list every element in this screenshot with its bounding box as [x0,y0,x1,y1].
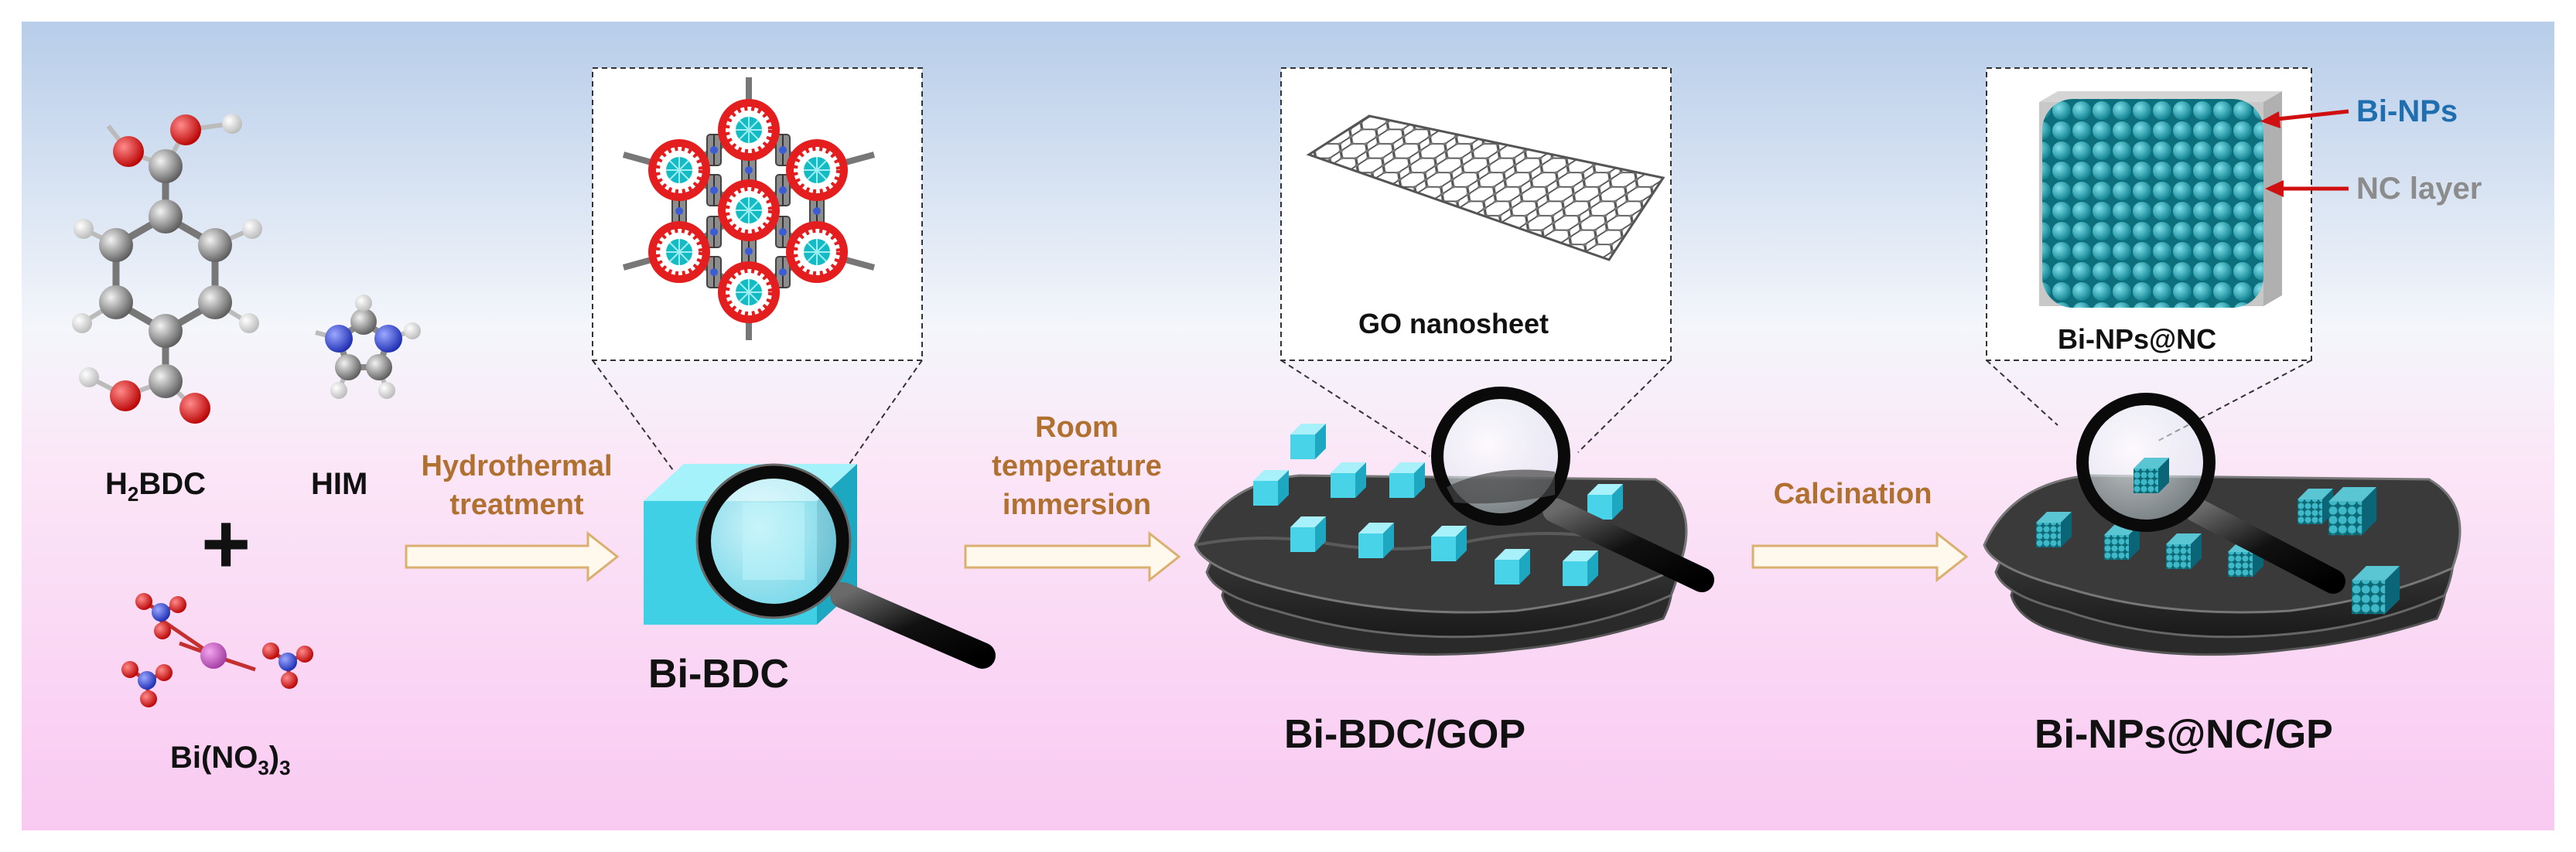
bi-nps-nc-gp-label: Bi-NPs@NC/GP [2034,712,2333,757]
him-molecule [315,295,421,399]
nc-layer-annotation: NC layer [2356,172,2482,206]
pointer-arrows [2260,109,2349,197]
go-nanosheet-label: GO nanosheet [1358,308,1549,339]
magnifier-3 [2076,393,2345,594]
bismuth-nitrate-label: Bi(NO3)3 [170,741,291,780]
bi-bdc-gop-label: Bi-BDC/GOP [1284,712,1525,757]
step-immersion-label: Room temperature immersion [992,411,1162,521]
bi-nps-nc-label: Bi-NPs@NC [2058,323,2217,355]
mof-structure-inset [592,67,923,534]
bi-nps-nc-gp-composite [1983,474,2462,656]
bismuth-nitrate-molecule [121,593,313,707]
h2bdc-label: H2BDC [105,467,207,506]
magnifier-2 [1431,387,1714,592]
bi-nps-nc-inset [1986,67,2312,441]
process-arrow-2 [964,530,1181,583]
bi-nps-annotation: Bi-NPs [2356,94,2458,128]
process-arrow-1 [405,530,620,583]
go-nanosheet-inset [1280,67,1672,457]
step-hydrothermal-label: Hydrothermal treatment [421,450,613,521]
bi-bdc-label: Bi-BDC [648,652,789,697]
him-label: HIM [311,467,368,501]
process-arrow-3 [1751,530,1969,583]
plus-sign: + [201,496,251,591]
magnifier-1 [695,463,996,669]
step-calcination-label: Calcination [1773,478,1932,510]
h2bdc-molecule [72,114,262,424]
